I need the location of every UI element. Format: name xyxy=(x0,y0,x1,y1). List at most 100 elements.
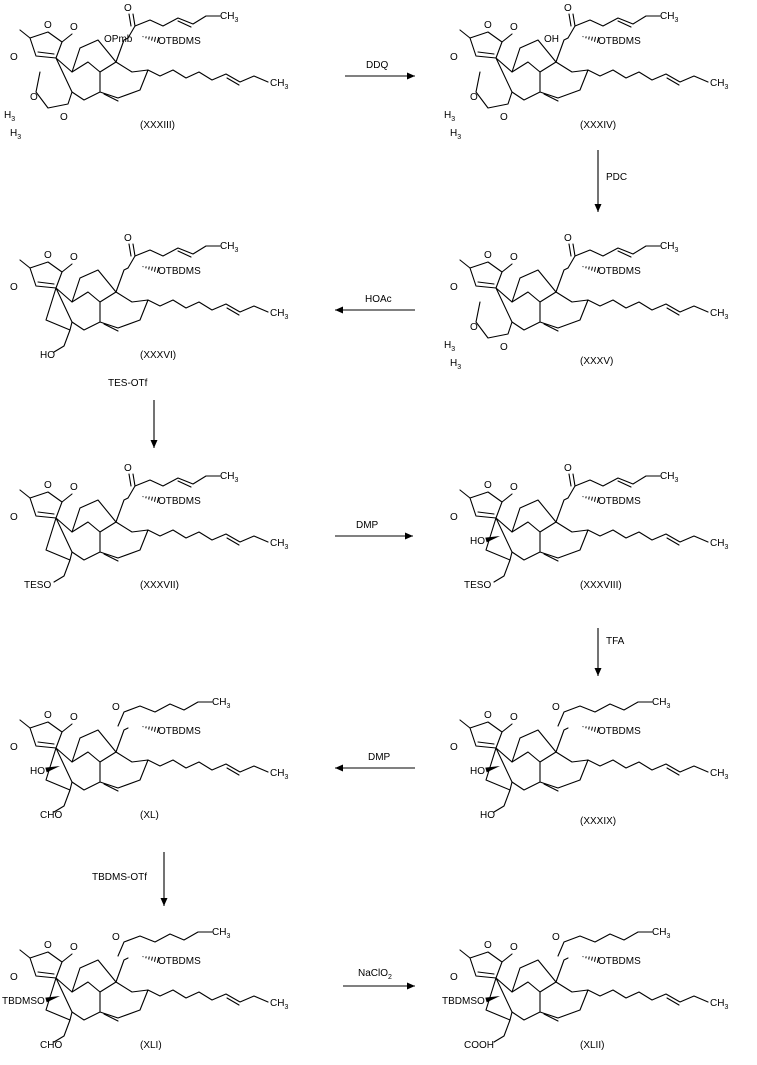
carbonyl-oxygen: O xyxy=(510,482,518,493)
stereo-hash-bond xyxy=(142,36,160,44)
anhydride-carbonyl-2 xyxy=(501,493,513,503)
core-ring-b xyxy=(539,61,589,99)
stereo-hash-bond xyxy=(142,726,160,734)
carbonyl-bond xyxy=(132,473,136,487)
anhydride-carbonyl-2 xyxy=(61,263,73,273)
methyl-label: CH3 xyxy=(270,768,288,781)
arrow-head xyxy=(335,306,343,314)
otbdms-label: OTBDMS xyxy=(158,496,201,507)
compound-label: (XXXVI) xyxy=(140,350,176,361)
core-ring-a xyxy=(495,287,541,331)
carbonyl-oxygen: O xyxy=(510,22,518,33)
arrow-head xyxy=(160,898,168,906)
tertiary-oxygen-label: HO xyxy=(30,766,45,777)
anhydride-carbonyl xyxy=(19,489,31,499)
methyl-label: H3 xyxy=(10,128,21,141)
core-ring-a xyxy=(55,57,101,101)
anhydride-carbonyl xyxy=(19,259,31,269)
core-ring-b xyxy=(539,751,589,789)
cyclopentane-ring xyxy=(45,287,73,331)
anhydride-ring xyxy=(469,951,503,979)
methyl-label: H3 xyxy=(444,340,455,353)
arrow-head xyxy=(407,982,415,990)
ketone-oxygen: O xyxy=(564,233,572,244)
chain-link xyxy=(115,37,129,63)
stereo-hash-bond xyxy=(142,496,160,504)
stereo-wedge-bond xyxy=(45,996,60,1003)
otbdms-label: OTBDMS xyxy=(598,496,641,507)
alkene-double-line xyxy=(617,20,632,28)
carbonyl-bond-2 xyxy=(128,13,132,27)
anhydride-oxygen: O xyxy=(10,972,18,983)
methyl-label: CH3 xyxy=(652,927,670,940)
acetal-oxygen: O xyxy=(470,92,478,103)
hydroxymethyl-bond xyxy=(53,1019,71,1043)
compound-label: (XXXIV) xyxy=(580,120,616,131)
core-ring-b xyxy=(99,291,149,329)
ring-double-bond xyxy=(543,553,559,562)
core-bridge xyxy=(511,959,557,993)
methyl-label: CH3 xyxy=(270,998,288,1011)
ketone-side-chain xyxy=(567,475,661,499)
reagent-label: TES-OTf xyxy=(108,378,148,389)
tertiary-oxygen-label: HO xyxy=(470,536,485,547)
ring-oxygen: O xyxy=(484,480,492,491)
acetal-oxygen-2: O xyxy=(500,112,508,123)
anhydride-double-bond xyxy=(37,971,55,975)
core-bridge xyxy=(71,959,117,993)
anhydride-oxygen: O xyxy=(10,52,18,63)
core-ring-b xyxy=(539,981,589,1019)
methyl-label: H3 xyxy=(450,128,461,141)
ring-oxygen: O xyxy=(44,710,52,721)
methyl-label: CH3 xyxy=(660,11,678,24)
substituent-label: TESO xyxy=(464,580,491,591)
alkyl-side-chain xyxy=(147,759,269,773)
alkene-double-line xyxy=(617,480,632,488)
otbdms-label: OTBDMS xyxy=(598,266,641,277)
anhydride-carbonyl-2 xyxy=(61,953,73,963)
anhydride-double-bond xyxy=(477,971,495,975)
arrow-pdc: PDC xyxy=(594,150,627,212)
acetonide-ring xyxy=(35,71,73,109)
stereo-hash-bond xyxy=(582,956,600,964)
methyl-label: CH3 xyxy=(660,241,678,254)
anhydride-carbonyl xyxy=(459,259,471,269)
ring-oxygen: O xyxy=(484,940,492,951)
ketone-side-chain xyxy=(557,931,653,957)
tertiary-oxygen-label: HO xyxy=(470,766,485,777)
alkene-double-line xyxy=(226,537,240,546)
reagent-label: DMP xyxy=(356,520,379,531)
core-ring-b xyxy=(99,521,149,559)
anhydride-ring xyxy=(469,261,503,289)
ring-double-bond xyxy=(543,1013,559,1022)
carbonyl-bond-2 xyxy=(128,243,132,257)
cyclopentane-ring xyxy=(45,747,73,791)
anhydride-carbonyl xyxy=(19,29,31,39)
methyl-label: CH3 xyxy=(220,241,238,254)
alkene-double-line xyxy=(226,767,240,776)
carbonyl-oxygen: O xyxy=(70,252,78,263)
ring-oxygen: O xyxy=(484,20,492,31)
methyl-label: CH3 xyxy=(220,471,238,484)
protecting-group-label: OH xyxy=(544,34,559,45)
methyl-label: H3 xyxy=(444,110,455,123)
reagent-label: DMP xyxy=(368,752,391,763)
otbdms-label: OTBDMS xyxy=(598,956,641,967)
anhydride-ring xyxy=(469,721,503,749)
substituent-label: CHO xyxy=(40,1040,62,1051)
core-bridge xyxy=(71,499,117,533)
methyl-label: H3 xyxy=(450,358,461,371)
arrow-tbdms-otf: TBDMS-OTf xyxy=(92,852,168,906)
carbonyl-oxygen: O xyxy=(70,22,78,33)
arrow-tfa: TFA xyxy=(594,628,625,676)
compound-label: (XXXV) xyxy=(580,356,613,367)
hydroxymethyl-bond xyxy=(493,789,511,813)
arrow-dmp-2: DMP xyxy=(335,752,415,772)
stereo-hash-bond xyxy=(582,726,600,734)
alkyl-side-chain xyxy=(147,989,269,1003)
methyl-label: CH3 xyxy=(710,768,728,781)
stereo-wedge-bond xyxy=(485,536,500,543)
